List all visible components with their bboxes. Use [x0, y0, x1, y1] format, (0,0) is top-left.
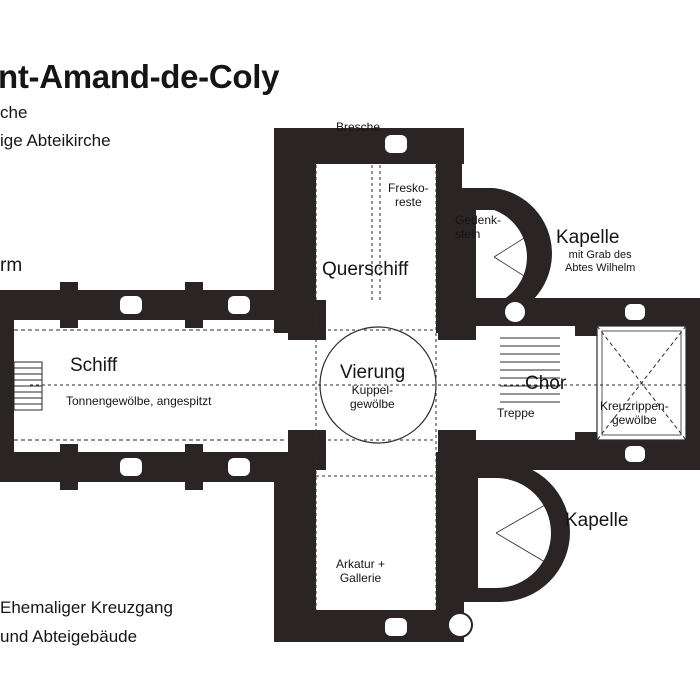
- window-opening: [120, 458, 142, 476]
- label-schiff: Schiff: [70, 355, 118, 376]
- north-transept-north-wall: [274, 128, 464, 164]
- label-arkatur: Arkatur + Gallerie: [336, 557, 386, 585]
- choir-pier-south: [575, 432, 597, 470]
- window-opening: [625, 304, 645, 320]
- label-kreuzrippengewoelbe: Kreuzrippen- gewölbe: [600, 399, 669, 427]
- label-turm: rm: [0, 255, 23, 276]
- openings: [120, 135, 645, 636]
- label-treppe: Treppe: [497, 406, 535, 420]
- window-opening: [228, 458, 250, 476]
- rib-vault: [596, 325, 687, 441]
- window-opening: [385, 618, 407, 636]
- choir-east-wall: [686, 298, 700, 470]
- crossing-pier-nw: [288, 300, 326, 340]
- south-transept-south-wall: [274, 610, 464, 642]
- north-transept-east-wall: [436, 128, 462, 333]
- window-opening: [120, 296, 142, 314]
- buttress: [60, 444, 78, 490]
- buttress: [60, 282, 78, 328]
- label-kreuzgang-line-2: und Abteigebäude: [0, 627, 138, 646]
- spiral-stair: [447, 612, 473, 638]
- label-kapelle-north: Kapelle: [556, 227, 620, 248]
- label-tonnengewoelbe: Tonnengewölbe, angespitzt: [66, 394, 212, 408]
- label-vierung: Vierung: [340, 362, 406, 383]
- label-querschiff: Querschiff: [322, 259, 409, 280]
- label-kuppelgewoelbe: Kuppel- gewölbe: [350, 383, 395, 411]
- label-kreuzgang-line-1: Ehemaliger Kreuzgang: [0, 598, 173, 617]
- choir-pier-north: [575, 298, 597, 336]
- south-transept-east-wall: [436, 452, 464, 642]
- buttress: [185, 444, 203, 490]
- walls: [0, 128, 700, 642]
- label-chor: Chor: [525, 373, 567, 394]
- label-gedenkstein: Gedenk- stein: [455, 213, 502, 241]
- label-freskoreste: Fresko- reste: [388, 181, 429, 209]
- south-chapel-wall: [464, 462, 570, 602]
- spiral-stair: [503, 300, 527, 324]
- window-opening: [625, 446, 645, 462]
- label-bresche: Bresche: [336, 120, 381, 134]
- subtitle-line-2: ige Abteikirche: [0, 131, 111, 150]
- subtitle-line-1: che: [0, 103, 28, 122]
- dome-circle: [319, 326, 437, 444]
- label-kapelle-south: Kapelle: [565, 510, 629, 531]
- label-grab: mit Grab des Abtes Wilhelm: [565, 249, 636, 274]
- plan-lines: [13, 165, 690, 610]
- north-chapel-wall: [462, 188, 552, 318]
- plan-title: nt-Amand-de-Coly: [0, 58, 280, 95]
- west-facade-wall: [0, 290, 14, 482]
- west-stairs: [13, 361, 43, 411]
- window-opening: [385, 135, 407, 153]
- window-opening: [228, 296, 250, 314]
- buttress: [185, 282, 203, 328]
- choir-stairs: [500, 337, 560, 403]
